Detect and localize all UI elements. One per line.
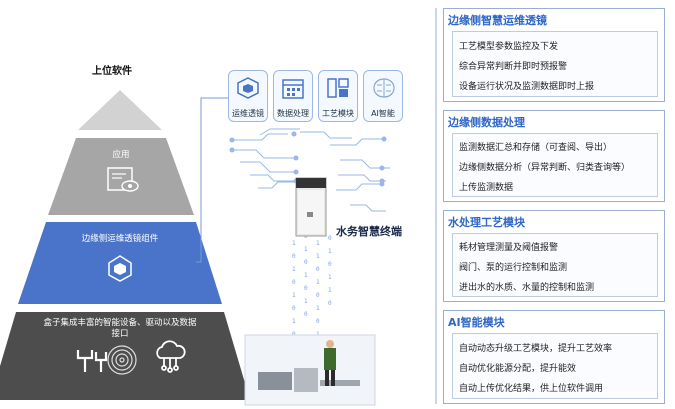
panel-edge-ops-lens: 边缘侧智慧运维透镜 工艺模型参数监控及下发 综合异常判断并即时预报警 设备运行状… [443, 8, 665, 102]
connector-line [196, 97, 228, 263]
top-software-label: 上位软件 [92, 66, 132, 77]
panel-item: 进出水的水质、水量的控制和监测 [459, 283, 595, 293]
panel-edge-data: 边缘侧数据处理 监测数据汇总和存储（可查阅、导出） 边缘侧数据分析（异常判断、归… [443, 110, 665, 202]
panel-item: 综合异常判断并即时预报警 [459, 62, 568, 72]
pyramid-top-tier [78, 90, 162, 130]
panel-ai: AI智能模块 自动动态升级工艺模块，提升工艺效率 自动优化能源分配，提升能效 自… [443, 310, 665, 404]
cloud-network-icon [156, 340, 186, 373]
svg-text:0: 0 [292, 253, 296, 260]
terminal-label: 水务智慧终端 [336, 225, 402, 238]
svg-text:1: 1 [328, 248, 332, 255]
panel-item: 边缘侧数据分析（异常判断、归类查询等） [459, 163, 631, 173]
module-ai[interactable]: AI智能 [363, 70, 403, 122]
panel-title: 边缘侧数据处理 [448, 116, 525, 129]
panel-item: 自动动态升级工艺模块，提升工艺效率 [459, 344, 613, 354]
module-label: 运维透镜 [232, 109, 264, 118]
svg-text:1: 1 [292, 292, 296, 299]
svg-text:1: 1 [316, 240, 320, 247]
svg-text:0: 0 [328, 235, 332, 242]
svg-text:0: 0 [316, 292, 320, 299]
module-label: AI智能 [371, 109, 395, 118]
module-label: 工艺模块 [322, 109, 354, 118]
panel-item: 监测数据汇总和存储（可查阅、导出） [459, 143, 613, 153]
panel-item: 自动上传优化结果，供上位软件调用 [459, 384, 604, 394]
panel-item: 阀门、泵的运行控制和监测 [459, 263, 568, 273]
svg-text:1: 1 [292, 318, 296, 325]
panel-title: 边缘侧智慧运维透镜 [448, 14, 547, 27]
network-cube-icon [108, 255, 132, 282]
pyramid-base-tier [0, 312, 250, 400]
svg-text:0: 0 [328, 261, 332, 268]
panel-item: 耗材管理测量及阈值报警 [459, 243, 559, 253]
svg-text:1: 1 [316, 253, 320, 260]
pyramid-app-tier [48, 138, 194, 215]
blocks-icon [327, 78, 349, 98]
tier-base-line1: 盒子集成丰富的智能设备、驱动以及数据 [43, 318, 197, 328]
svg-text:0: 0 [304, 311, 308, 318]
svg-text:1: 1 [292, 266, 296, 273]
monitor-icon [107, 167, 139, 192]
svg-text:1: 1 [328, 287, 332, 294]
panel-item: 工艺模型参数监控及下发 [459, 42, 559, 52]
tier-app-label: 应用 [112, 150, 130, 160]
fingerprint-icon [107, 345, 137, 375]
module-ops-lens[interactable]: 运维透镜 [228, 70, 268, 122]
module-data-processing[interactable]: 数据处理 [273, 70, 313, 122]
svg-text:0: 0 [328, 300, 332, 307]
svg-text:0: 0 [292, 305, 296, 312]
water-equipment [244, 334, 376, 406]
svg-text:0: 0 [304, 285, 308, 292]
module-process[interactable]: 工艺模块 [318, 70, 358, 122]
module-label: 数据处理 [277, 109, 309, 118]
tier-base-label: 盒子集成丰富的智能设备、驱动以及数据 接口 [20, 318, 220, 340]
worker-figure [324, 340, 336, 386]
plug-icon [76, 350, 108, 372]
panel-item: 自动优化能源分配，提升能效 [459, 364, 577, 374]
panel-title: 水处理工艺模块 [448, 216, 525, 229]
svg-text:1: 1 [316, 305, 320, 312]
tier-base-line2: 接口 [111, 329, 129, 339]
svg-text:1: 1 [292, 240, 296, 247]
panel-item: 上传监测数据 [459, 183, 514, 193]
svg-text:1: 1 [304, 246, 308, 253]
panel-water-process: 水处理工艺模块 耗材管理测量及阈值报警 阀门、泵的运行控制和监测 进出水的水质、… [443, 210, 665, 302]
svg-text:0: 0 [316, 318, 320, 325]
tier-edge-label: 边缘侧运维透镜组件 [81, 234, 159, 244]
terminal-device [295, 177, 327, 237]
brain-icon [373, 78, 395, 98]
svg-text:1: 1 [316, 279, 320, 286]
svg-text:0: 0 [292, 279, 296, 286]
svg-text:0: 0 [304, 259, 308, 266]
svg-text:1: 1 [304, 272, 308, 279]
panel-title: AI智能模块 [448, 316, 505, 329]
svg-text:1: 1 [328, 274, 332, 281]
calendar-icon [282, 79, 304, 99]
panel-item: 设备运行状况及监测数据即时上报 [459, 82, 595, 92]
circuit-brain-graphic [229, 128, 390, 212]
cube-icon [237, 77, 259, 99]
svg-text:1: 1 [304, 298, 308, 305]
svg-text:0: 0 [316, 266, 320, 273]
